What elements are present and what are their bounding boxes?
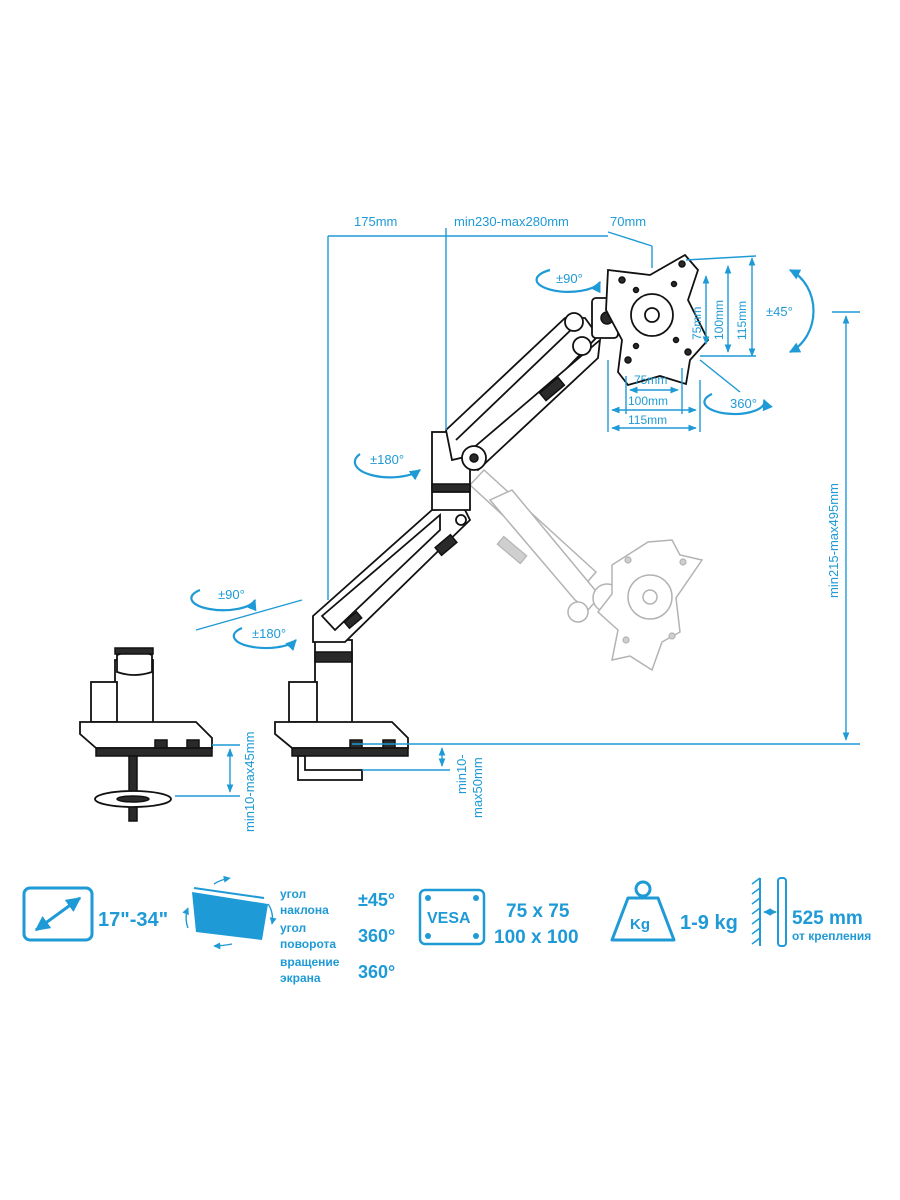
rot-elbow-180: ±180°: [370, 452, 404, 467]
dim-top-mid: min230-max280mm: [454, 214, 569, 229]
rot-base-180: ±180°: [252, 626, 286, 641]
weight-icon: [610, 880, 676, 942]
rot-base-90: ±90°: [218, 587, 245, 602]
main-arm: [274, 253, 710, 781]
spec-row: 17"-34" угол наклона ±45° угол поворота …: [22, 875, 871, 985]
dim-vesa-h-115: 115mm: [628, 413, 667, 427]
dim-height: min215-max495mm: [826, 483, 841, 598]
dim-top-left: 175mm: [354, 214, 397, 229]
vesa-2: 100 x 100: [494, 927, 579, 948]
rot-head-90: ±90°: [556, 271, 583, 286]
distance-sub: от крепления: [792, 929, 871, 943]
dimension-lines: [175, 228, 860, 797]
diagonal-arrow-icon: [22, 886, 94, 942]
distance: 525 mm: [792, 908, 863, 929]
dim-clamp-left: min10-max45mm: [242, 732, 257, 832]
dim-vesa-v-100: 100mm: [712, 300, 726, 340]
vesa-badge: VESA: [427, 910, 471, 927]
dim-vesa-h-75: 75mm: [634, 373, 667, 387]
dim-vesa-v-115: 115mm: [735, 301, 749, 340]
rotate-label-2: экрана: [280, 971, 321, 985]
ghost-arm-lowered: [468, 468, 704, 672]
swivel-label-1: угол: [280, 921, 306, 935]
rotation-labels: ±90° ±45° 360° ±180° ±90° ±180°: [218, 271, 793, 641]
dimension-labels: 175mm min230-max280mm 70mm 75mm 100mm 11…: [242, 214, 841, 832]
dim-top-right: 70mm: [610, 214, 646, 229]
swivel-value: 360°: [358, 926, 395, 946]
rot-tilt-45: ±45°: [766, 304, 793, 319]
tilt-label-1: угол: [280, 887, 306, 901]
rotate-label-1: вращение: [280, 955, 340, 969]
tilt-value: ±45°: [358, 890, 395, 910]
rotate-value: 360°: [358, 962, 395, 982]
left-base-clamp: [79, 647, 213, 822]
vesa-1: 75 x 75: [506, 901, 570, 922]
tilt-label-2: наклона: [280, 903, 329, 917]
screen-rotate-icon: [182, 875, 277, 950]
screen-size: 17"-34": [98, 909, 168, 931]
rot-360: 360°: [730, 396, 757, 411]
wall-distance-icon: [751, 877, 787, 947]
dim-clamp-right-2: max50mm: [470, 757, 485, 818]
dim-clamp-right-1: min10-: [454, 754, 469, 794]
weight: 1-9 kg: [680, 912, 738, 934]
dim-vesa-v-75: 75mm: [690, 307, 704, 340]
dim-vesa-h-100: 100mm: [628, 394, 668, 408]
vesa-icon: [418, 888, 486, 946]
weight-badge: Kg: [630, 916, 650, 933]
swivel-label-2: поворота: [280, 937, 336, 951]
rotation-arrows: [190, 268, 815, 651]
